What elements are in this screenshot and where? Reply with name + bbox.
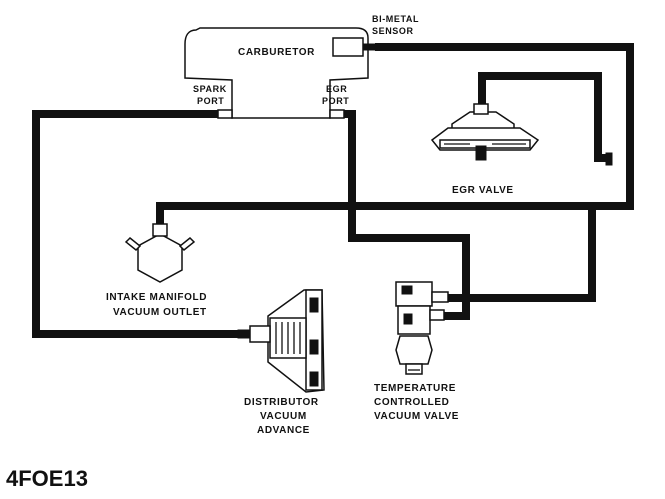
- label-intake-line2: VACUUM OUTLET: [113, 307, 207, 318]
- bimetal-sensor-nipple: [362, 43, 376, 51]
- label-carburetor: CARBURETOR: [238, 47, 315, 58]
- label-tcv-line1: TEMPERATURE: [374, 383, 456, 394]
- hose-egrport-to-tcv: [344, 110, 470, 320]
- intake-manifold-outlet: [124, 223, 196, 283]
- spark-port-fitting: [217, 109, 233, 119]
- hose-spark-to-distributor: [32, 110, 238, 338]
- label-distributor-line1: DISTRIBUTOR: [244, 397, 319, 408]
- hose-intake-manifold: [156, 202, 600, 224]
- bimetal-sensor: [332, 37, 364, 57]
- carburetor-body: [184, 27, 369, 119]
- hose-plug: [605, 152, 613, 166]
- egr-port-fitting: [329, 109, 345, 119]
- label-tcv-line2: CONTROLLED: [374, 397, 449, 408]
- label-tcv-line3: VACUUM VALVE: [374, 411, 459, 422]
- hose-egr-valve-to-tcv: [478, 72, 608, 162]
- label-egr-valve: EGR VALVE: [452, 185, 514, 196]
- temperature-controlled-vacuum-valve: [395, 281, 449, 375]
- label-distributor-line2: VACUUM: [260, 411, 307, 422]
- label-egr-port-line1: EGR: [326, 84, 347, 94]
- label-egr-port-line2: PORT: [322, 96, 349, 106]
- distributor-vacuum-advance: [237, 289, 325, 393]
- figure-id: 4FOE13: [6, 466, 88, 491]
- label-bimetal-line2: SENSOR: [372, 26, 414, 36]
- label-distributor-line3: ADVANCE: [257, 425, 310, 436]
- label-spark-port-line1: SPARK: [193, 84, 227, 94]
- label-bimetal-line1: BI-METAL: [372, 14, 419, 24]
- hose-bimetal-to-tcv: [375, 43, 634, 302]
- label-intake-line1: INTAKE MANIFOLD: [106, 292, 207, 303]
- label-spark-port-line2: PORT: [197, 96, 224, 106]
- egr-valve: [430, 103, 540, 161]
